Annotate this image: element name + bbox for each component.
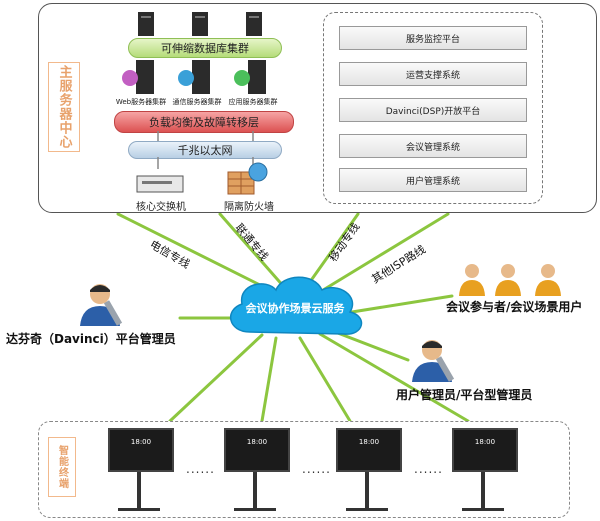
check-badge-icon — [234, 70, 250, 86]
wrench-icon — [435, 356, 455, 382]
platform-user-mgmt: 用户管理系统 — [339, 168, 527, 192]
terminal-label: 智能终端 — [48, 437, 76, 497]
layer-arrows — [157, 131, 254, 141]
terminal-device: 18:00 — [108, 428, 174, 514]
db-server-icon — [192, 12, 208, 36]
web-server-icon — [136, 60, 154, 94]
web-badge-icon — [122, 70, 138, 86]
terminal-screen: 18:00 — [336, 428, 402, 472]
ethernet-bar: 千兆以太网 — [128, 141, 282, 159]
db-cluster-bar: 可伸缩数据库集群 — [128, 38, 282, 58]
admin-avatar-icon — [80, 284, 123, 326]
wrench-icon — [103, 300, 123, 326]
terminal-device: 18:00 — [452, 428, 518, 514]
platform-operation: 运营支撑系统 — [339, 62, 527, 86]
user-admin-role-label: 用户管理员/平台型管理员 — [396, 388, 533, 402]
platform-monitor: 服务监控平台 — [339, 26, 527, 50]
user-admin-avatar-icon — [412, 340, 455, 382]
admin-role-label: 达芬奇（Davinci）平台管理员 — [6, 332, 176, 346]
terminal-screen: 18:00 — [224, 428, 290, 472]
terminal-screen: 18:00 — [452, 428, 518, 472]
server-clusters — [122, 60, 266, 94]
terminal-dots: ...... — [302, 462, 331, 476]
line-useradmin — [328, 328, 410, 362]
db-servers — [138, 12, 262, 36]
db-server-icon — [246, 12, 262, 36]
line-term-2 — [260, 336, 278, 423]
globe-icon — [248, 162, 268, 182]
line-term-3 — [298, 336, 352, 423]
switch-label: 核心交换机 — [136, 202, 186, 213]
cloud-icon — [230, 276, 363, 335]
line-unicom — [218, 212, 294, 298]
platforms-panel — [323, 12, 543, 204]
platform-meeting-mgmt: 会议管理系统 — [339, 134, 527, 158]
web-server-label: Web服务器集群 — [115, 98, 167, 106]
comm-server-icon — [192, 60, 210, 94]
terminal-screen: 18:00 — [108, 428, 174, 472]
line-term-4 — [318, 332, 470, 423]
firewall-label: 隔离防火墙 — [224, 202, 274, 213]
participants-role-label: 会议参与者/会议场景用户 — [446, 300, 583, 314]
comm-server-label: 通信服务器集群 — [172, 98, 222, 106]
cloud-label: 会议协作场景云服务 — [245, 302, 345, 315]
participants-icon — [459, 264, 561, 296]
video-badge-icon — [178, 70, 194, 86]
platform-davinci-dsp: Davinci(DSP)开放平台 — [339, 98, 527, 122]
terminal-dots: ...... — [186, 462, 215, 476]
terminal-device: 18:00 — [224, 428, 290, 514]
load-balance-bar: 负载均衡及故障转移层 — [114, 111, 294, 133]
db-server-icon — [138, 12, 154, 36]
main-center-label: 主服务器中心 — [48, 62, 80, 152]
line-participants — [350, 294, 454, 314]
firewall-icon — [227, 162, 268, 195]
line-term-1 — [168, 333, 264, 423]
line-isp — [308, 212, 450, 300]
app-server-label: 应用服务器集群 — [228, 98, 278, 106]
core-switch-icon — [136, 175, 184, 193]
app-server-icon — [248, 60, 266, 94]
terminal-device: 18:00 — [336, 428, 402, 514]
terminal-dots: ...... — [414, 462, 443, 476]
